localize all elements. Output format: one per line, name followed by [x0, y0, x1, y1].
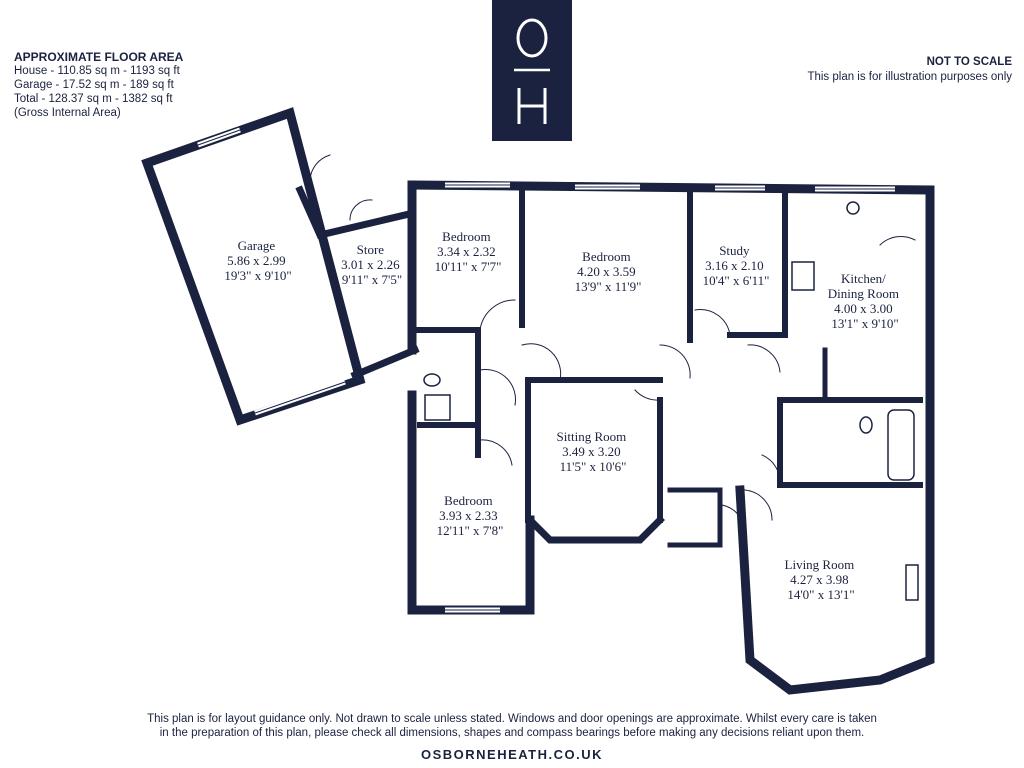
disclaimer-line-1: This plan is for layout guidance only. N… — [147, 713, 877, 725]
garage-name: Garage — [238, 238, 276, 253]
store-name: Store — [357, 242, 385, 257]
kitchen-imperial: 13'1" x 9'10" — [831, 316, 898, 331]
sitting-bay — [525, 515, 665, 544]
sitting-imperial: 11'5" x 10'6" — [560, 459, 627, 474]
toilet-icon — [423, 373, 441, 387]
bed3-door-icon — [479, 439, 513, 466]
garage-door-icon — [309, 154, 331, 181]
study-metric: 3.16 x 2.10 — [705, 258, 764, 273]
garage-imperial: 19'3" x 9'10" — [224, 268, 291, 283]
bedroom3-label: Bedroom 3.93 x 2.33 12'11" x 7'8" — [437, 493, 504, 538]
kitchen-metric: 4.00 x 3.00 — [834, 301, 893, 316]
store-door-icon — [349, 199, 373, 221]
back-door-icon — [879, 236, 916, 246]
study-label: Study 3.16 x 2.10 10'4" x 6'11" — [703, 243, 770, 288]
illustration-note: This plan is for illustration purposes o… — [807, 71, 1012, 83]
bath-icon — [887, 409, 915, 481]
bedroom3-imperial: 12'11" x 7'8" — [437, 523, 504, 538]
bedroom1-imperial: 10'11" x 7'7" — [435, 259, 502, 274]
website-link[interactable]: OSBORNEHEATH.CO.UK — [420, 747, 604, 762]
sink-icon — [846, 201, 860, 215]
floor-area-note: (Gross Internal Area) — [14, 107, 121, 119]
store-label: Store 3.01 x 2.26 9'11" x 7'5" — [341, 242, 403, 287]
bed1-door-icon — [479, 299, 516, 331]
study-name: Study — [719, 243, 750, 258]
kitchen-name-2: Dining Room — [828, 286, 899, 301]
store-wall-top — [295, 185, 410, 240]
shower-icon — [424, 394, 451, 421]
bedroom3-name: Bedroom — [444, 493, 492, 508]
bath-door-icon — [479, 369, 516, 406]
cupboard-walls — [667, 487, 723, 548]
living-imperial: 14'0" x 13'1" — [787, 587, 854, 602]
brand-logo — [492, 0, 572, 141]
study-door-icon — [694, 309, 731, 336]
floor-area-title: APPROXIMATE FLOOR AREA — [14, 50, 184, 64]
living-name: Living Room — [785, 557, 855, 572]
disclaimer-line-2: in the preparation of this plan, please … — [159, 727, 865, 739]
bedroom2-name: Bedroom — [582, 249, 630, 264]
not-to-scale-title: NOT TO SCALE — [926, 56, 1012, 68]
living-outer — [735, 485, 935, 695]
floor-area-total: Total - 128.37 sq m - 1382 sq ft — [14, 93, 173, 105]
living-door-icon — [744, 489, 773, 521]
garage-label: Garage 5.86 x 2.99 19'3" x 9'10" — [224, 238, 291, 283]
store-metric: 3.01 x 2.26 — [341, 257, 400, 272]
sitting-label: Sitting Room 3.49 x 3.20 11'5" x 10'6" — [557, 429, 630, 474]
bedroom2-imperial: 13'9" x 11'9" — [575, 279, 642, 294]
logo-o-icon — [516, 18, 548, 58]
fireplace-icon — [905, 564, 919, 601]
hall-door-icon — [521, 343, 562, 381]
window-garage-glass — [197, 129, 241, 146]
store-imperial: 9'11" x 7'5" — [342, 272, 402, 287]
floor-area-house: House - 110.85 sq m - 1193 sq ft — [14, 65, 180, 77]
sitting-name: Sitting Room — [557, 429, 627, 444]
logo-mark — [514, 18, 550, 124]
disclaimer: This plan is for layout guidance only. N… — [0, 712, 1024, 740]
study-imperial: 10'4" x 6'11" — [703, 273, 770, 288]
kitchen-name-1: Kitchen/ — [841, 271, 886, 286]
store-wall-bottom — [350, 345, 420, 380]
bedroom2-metric: 4.20 x 3.59 — [577, 264, 636, 279]
bedroom1-name: Bedroom — [442, 229, 490, 244]
bed2-door-icon — [659, 344, 691, 379]
front-door-icon — [721, 504, 747, 541]
sitting-metric: 3.49 x 3.20 — [562, 444, 621, 459]
garage-walls — [141, 107, 366, 426]
kitchen-label: Kitchen/ Dining Room 4.00 x 3.00 13'1" x… — [828, 271, 902, 331]
hob-icon — [791, 261, 815, 291]
toilet2-icon — [859, 416, 873, 434]
bath2-door-icon — [761, 454, 781, 486]
living-label: Living Room 4.27 x 3.98 14'0" x 13'1" — [785, 557, 858, 602]
floor-area-summary: APPROXIMATE FLOOR AREA House - 110.85 sq… — [14, 50, 183, 120]
living-metric: 4.27 x 3.98 — [790, 572, 849, 587]
bedroom1-label: Bedroom 3.34 x 2.32 10'11" x 7'7" — [435, 229, 502, 274]
bedroom2-label: Bedroom 4.20 x 3.59 13'9" x 11'9" — [575, 249, 642, 294]
bedroom1-metric: 3.34 x 2.32 — [437, 244, 496, 259]
floor-area-garage: Garage - 17.52 sq m - 189 sq ft — [14, 79, 174, 91]
bedroom3-metric: 3.93 x 2.33 — [439, 508, 498, 523]
sitting-door-icon — [634, 389, 661, 401]
scale-note: NOT TO SCALE This plan is for illustrati… — [807, 55, 1012, 85]
garage-metric: 5.86 x 2.99 — [227, 253, 286, 268]
kitchen-door-icon — [747, 344, 781, 373]
garage-door-line — [254, 381, 346, 414]
